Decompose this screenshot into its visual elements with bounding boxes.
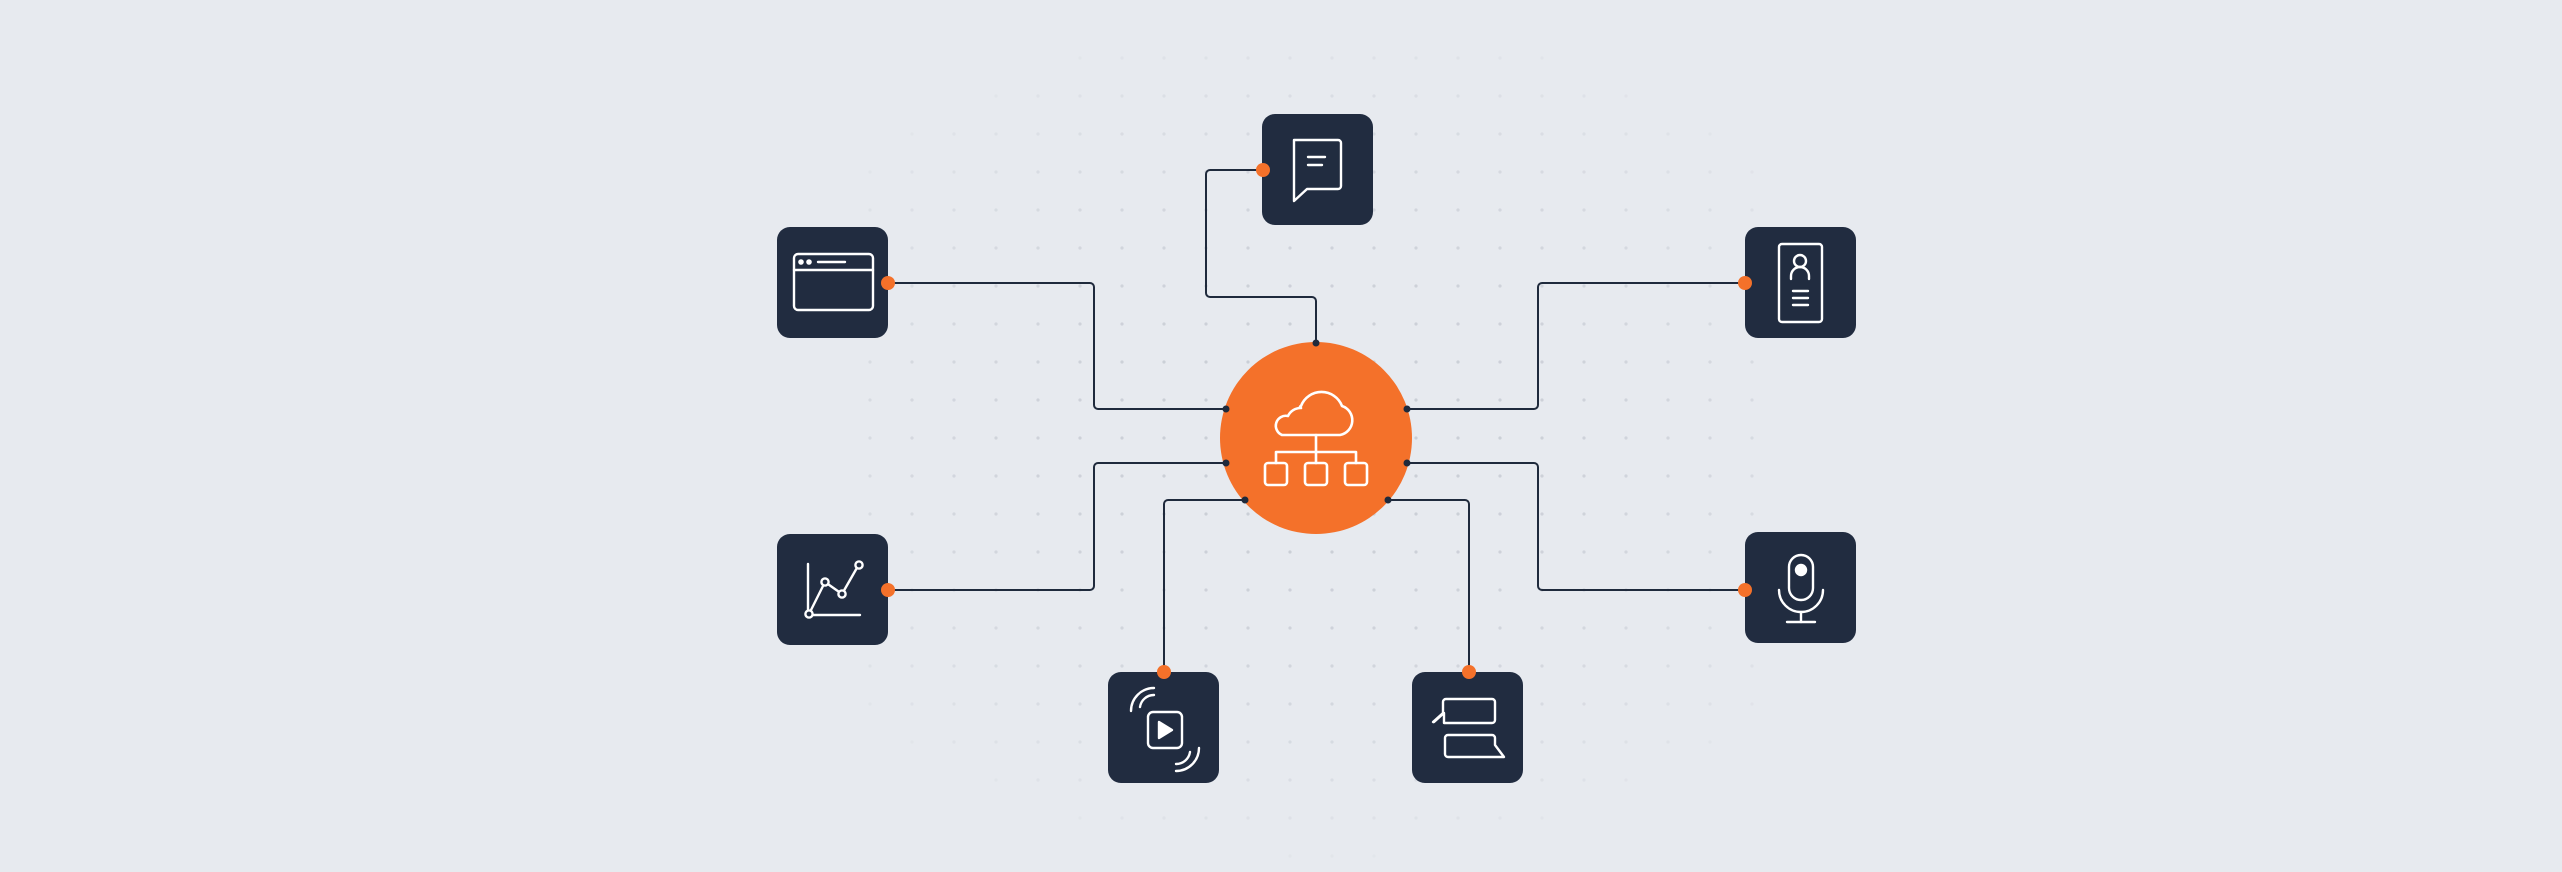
conversation-icon <box>1431 697 1506 759</box>
node-browser[interactable] <box>777 227 888 338</box>
port-browser <box>881 276 895 290</box>
port-chat <box>1256 163 1270 177</box>
connector-analytics <box>888 462 1226 591</box>
node-media[interactable] <box>1108 672 1219 783</box>
hub-ports <box>1222 339 1411 504</box>
connector-media <box>1163 499 1245 672</box>
dot-grid-background <box>868 56 1754 858</box>
connector-chat <box>1205 169 1317 343</box>
connector-dots <box>881 163 1752 679</box>
port-contact <box>1738 276 1752 290</box>
connector-messages <box>1388 499 1470 672</box>
node-analytics[interactable] <box>777 534 888 645</box>
browser-window-icon <box>792 252 875 312</box>
port-messages <box>1462 665 1476 679</box>
port-media <box>1157 665 1171 679</box>
node-voice[interactable] <box>1745 532 1856 643</box>
microphone-icon <box>1777 553 1825 624</box>
media-stream-icon <box>1129 686 1201 773</box>
node-contact[interactable] <box>1745 227 1856 338</box>
port-voice <box>1738 583 1752 597</box>
hub-node[interactable] <box>1220 342 1412 534</box>
line-chart-icon <box>804 560 864 619</box>
node-chat[interactable] <box>1262 114 1373 225</box>
chat-bubble-icon <box>1292 138 1343 203</box>
connector-browser <box>888 282 1226 410</box>
cloud-network-icon <box>1263 390 1369 487</box>
node-messages[interactable] <box>1412 672 1523 783</box>
connector-voice <box>1407 462 1745 591</box>
connector-lines <box>888 169 1745 672</box>
contact-card-icon <box>1777 242 1824 324</box>
connector-contact <box>1407 282 1745 410</box>
port-analytics <box>881 583 895 597</box>
